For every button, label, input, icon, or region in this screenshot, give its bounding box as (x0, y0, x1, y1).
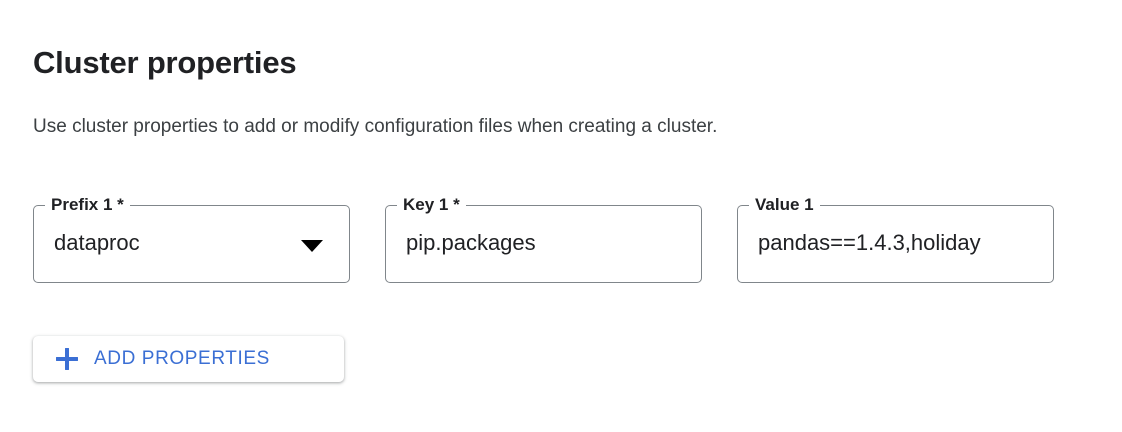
outline-leading (737, 205, 749, 283)
prefix-field-label: Prefix 1 * (50, 194, 125, 216)
page-description: Use cluster properties to add or modify … (33, 116, 718, 137)
outline-leading (385, 205, 397, 283)
outline-leading (33, 205, 45, 283)
add-properties-button[interactable]: ADD PROPERTIES (33, 336, 344, 382)
plus-icon (56, 348, 78, 370)
properties-field-row: Prefix 1 * dataproc Key 1 * pip.packages (33, 194, 1054, 283)
chevron-down-icon[interactable] (301, 240, 323, 252)
key-input-value[interactable]: pip.packages (406, 230, 536, 255)
prefix-select-value[interactable]: dataproc (54, 230, 140, 255)
key-input-field[interactable]: Key 1 * pip.packages (385, 194, 702, 283)
add-properties-button-label: ADD PROPERTIES (94, 348, 270, 369)
page-title: Cluster properties (33, 44, 297, 80)
prefix-select-field[interactable]: Prefix 1 * dataproc (33, 194, 350, 283)
value-input-value[interactable]: pandas==1.4.3,holiday (758, 230, 981, 255)
value-input-field[interactable]: Value 1 pandas==1.4.3,holiday (737, 194, 1054, 283)
key-field-label: Key 1 * (402, 194, 461, 216)
value-field-label: Value 1 (754, 194, 815, 216)
